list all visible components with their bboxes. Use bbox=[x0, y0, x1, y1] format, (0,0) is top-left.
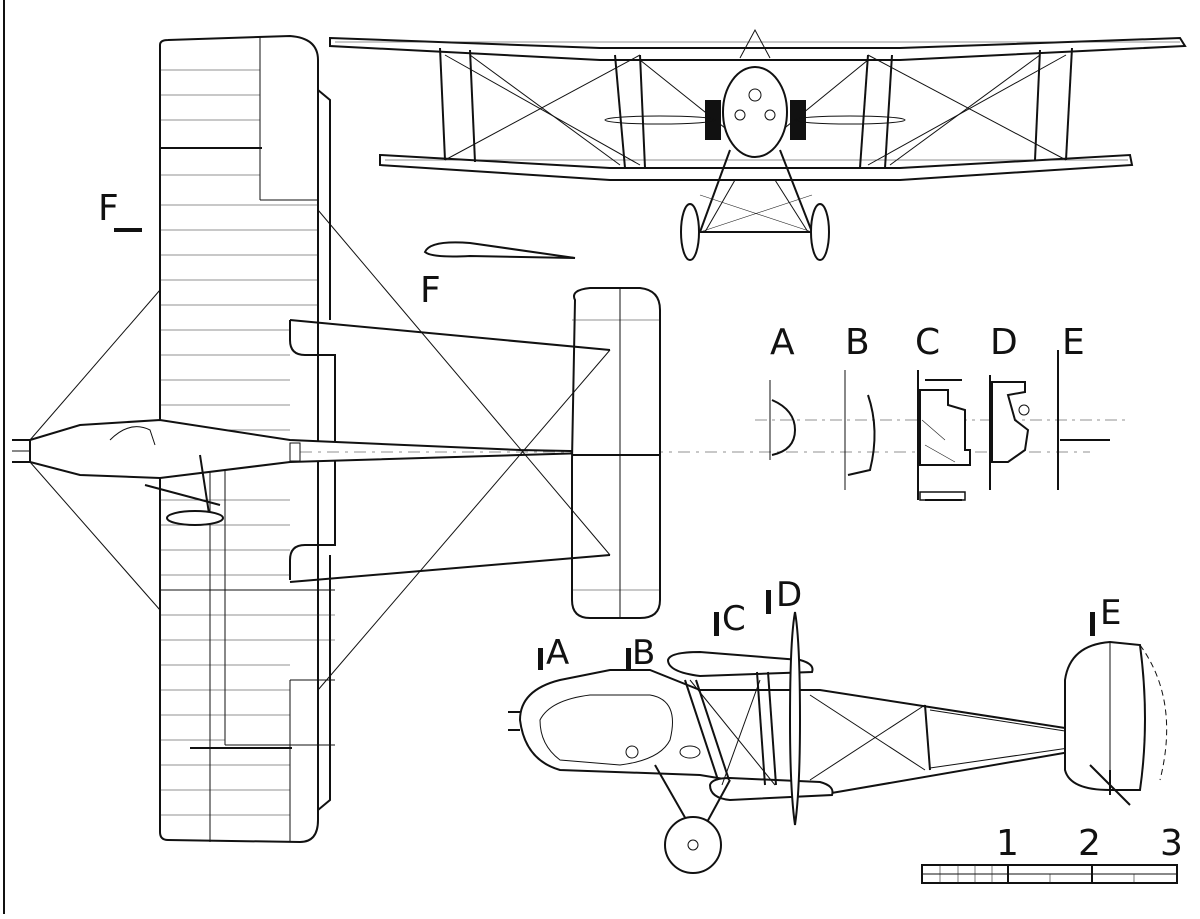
station-marker-d bbox=[766, 590, 771, 614]
side-rudder bbox=[1064, 640, 1146, 791]
front-view bbox=[329, 28, 1187, 261]
side-wheel bbox=[664, 816, 722, 874]
side-upper-wing bbox=[666, 650, 814, 678]
front-fuselage bbox=[722, 66, 788, 158]
section-c bbox=[919, 389, 971, 466]
label-d: D bbox=[990, 322, 1018, 363]
side-label-e: E bbox=[1100, 593, 1121, 633]
label-a: A bbox=[770, 322, 795, 363]
cross-sections bbox=[755, 350, 1125, 501]
side-label-b: B bbox=[632, 633, 655, 673]
label-c: C bbox=[915, 322, 940, 363]
side-label-a: A bbox=[546, 633, 569, 673]
plan-view bbox=[12, 34, 1090, 844]
scale-tick-2: 2 bbox=[1078, 823, 1101, 864]
front-right-wheel bbox=[810, 203, 830, 261]
section-d bbox=[991, 381, 1030, 463]
side-label-c: C bbox=[722, 599, 746, 639]
side-label-d: D bbox=[776, 575, 802, 615]
scale-bar bbox=[921, 864, 1178, 884]
station-marker-b bbox=[626, 648, 631, 670]
section-b bbox=[847, 394, 876, 476]
label-e: E bbox=[1062, 322, 1085, 363]
station-marker-c bbox=[714, 612, 719, 636]
station-marker-a bbox=[538, 648, 543, 670]
wing-ribs bbox=[160, 69, 335, 816]
plan-fuselage bbox=[29, 418, 621, 480]
scale-tick-1: 1 bbox=[996, 823, 1019, 864]
side-view bbox=[508, 611, 1168, 874]
front-lower-wing bbox=[379, 153, 1134, 181]
plan-tailplane bbox=[571, 287, 661, 619]
section-a bbox=[771, 399, 797, 456]
label-f-section: F bbox=[420, 270, 441, 311]
side-propeller bbox=[788, 611, 802, 826]
front-upper-wing bbox=[329, 36, 1187, 61]
airfoil-section bbox=[423, 241, 576, 259]
front-left-wheel bbox=[680, 203, 700, 261]
station-marker-e bbox=[1090, 612, 1095, 636]
label-f-planform: F bbox=[98, 188, 119, 229]
left-radiator bbox=[705, 100, 721, 140]
label-b: B bbox=[845, 322, 870, 363]
right-radiator bbox=[790, 100, 806, 140]
scale-tick-3: 3 bbox=[1160, 823, 1183, 864]
